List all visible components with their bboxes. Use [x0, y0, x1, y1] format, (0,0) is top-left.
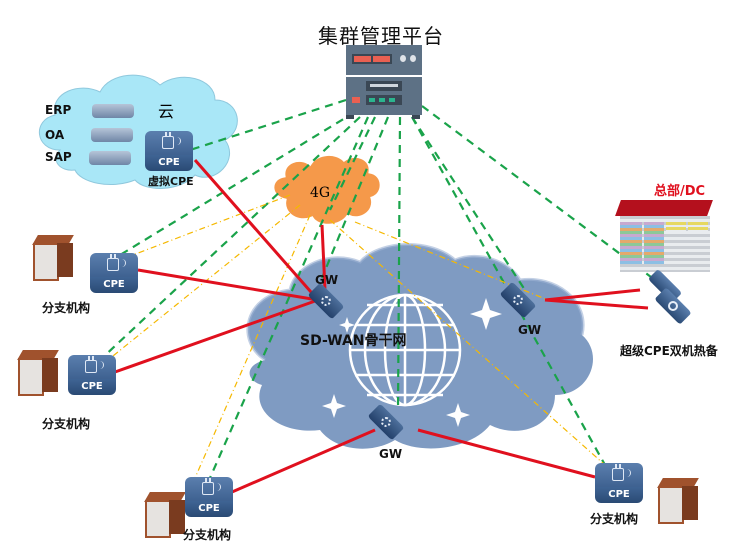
oa-label: OA — [45, 128, 65, 142]
sap-server-icon — [89, 151, 131, 165]
lte-link — [107, 204, 301, 361]
gear-icon — [321, 296, 331, 306]
sap-label: SAP — [45, 150, 72, 164]
gear-icon — [381, 417, 391, 427]
erp-server-icon — [92, 104, 134, 118]
management-link — [99, 116, 361, 361]
router-icon — [162, 132, 174, 149]
branch-cpe-1[interactable]: CPE — [90, 253, 138, 293]
wan-link — [231, 428, 376, 494]
lte-label: 4G — [310, 185, 331, 201]
wan-link — [320, 224, 327, 291]
sparkle-icons — [322, 298, 502, 427]
lte-link — [194, 214, 311, 479]
wan-links — [114, 159, 649, 494]
super-cpe-secondary[interactable] — [646, 287, 700, 326]
branch-building-icon — [137, 492, 193, 552]
wan-link — [544, 288, 641, 302]
management-link — [421, 105, 656, 281]
management-link — [208, 116, 370, 479]
gateway-right-label: GW — [518, 323, 542, 337]
oa-server-icon — [91, 128, 133, 142]
virtual-cpe-device[interactable]: CPE — [145, 131, 193, 171]
wan-link — [544, 298, 649, 310]
virtual-cpe-label: 虚拟CPE — [148, 175, 194, 188]
router-icon — [85, 356, 97, 373]
management-server-icon — [346, 45, 422, 119]
management-link — [119, 111, 356, 256]
branch-label-4: 分支机构 — [590, 512, 639, 526]
branch-building-icon — [10, 350, 66, 410]
page-title: 集群管理平台 — [318, 24, 444, 48]
wan-link — [193, 159, 320, 301]
erp-label: ERP — [45, 103, 72, 117]
wan-link — [114, 298, 319, 374]
management-link — [320, 116, 390, 279]
lte-link — [329, 219, 606, 466]
router-icon — [202, 478, 214, 495]
wan-link — [417, 428, 596, 479]
branch-building-icon — [25, 235, 81, 295]
lte-link — [124, 194, 291, 259]
gateway-left[interactable] — [300, 282, 352, 324]
public-cloud — [38, 74, 238, 189]
super-cpe-label: 超级CPE双机热备 — [620, 344, 718, 358]
branch-cpe-3[interactable]: CPE — [185, 477, 233, 517]
wan-link — [137, 268, 319, 302]
branch-cpe-4[interactable]: CPE — [595, 463, 643, 503]
management-link — [411, 116, 526, 291]
gear-icon — [513, 295, 523, 305]
cloud-label: 云 — [158, 102, 175, 121]
branch-cpe-2[interactable]: CPE — [68, 355, 116, 395]
gateway-bottom[interactable] — [360, 403, 412, 445]
router-icon — [612, 464, 624, 481]
branch-label-2: 分支机构 — [42, 417, 91, 431]
backbone-label: SD-WAN骨干网 — [300, 333, 407, 349]
management-link — [396, 116, 402, 411]
management-link — [329, 116, 376, 211]
globe-icon — [348, 293, 462, 407]
headquarters-label: 总部/DC — [654, 184, 706, 199]
gateway-right[interactable] — [492, 281, 544, 323]
branch-label-3: 分支机构 — [183, 528, 232, 542]
router-icon — [107, 254, 119, 271]
datacenter-icon — [615, 200, 713, 272]
gateway-bottom-label: GW — [379, 447, 403, 461]
gateway-left-label: GW — [315, 273, 339, 287]
network-hub-icon — [668, 301, 678, 311]
branch-building-icon — [650, 478, 706, 538]
branch-label-1: 分支机构 — [42, 301, 91, 315]
